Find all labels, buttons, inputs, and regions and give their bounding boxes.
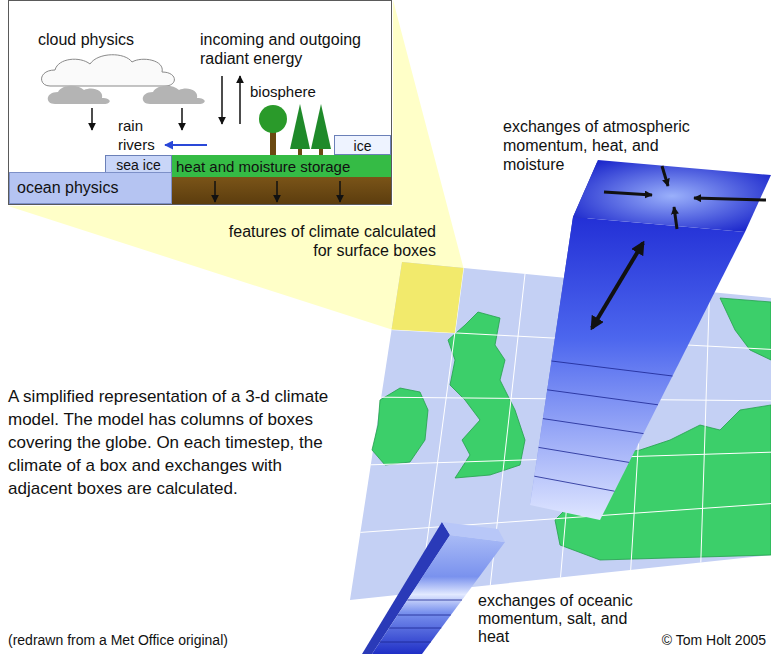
label-holder: © Tom Holt 2005 bbox=[566, 632, 766, 649]
caption: A simplified representation of a 3-d cli… bbox=[8, 385, 338, 500]
layer-line bbox=[539, 447, 629, 462]
node-label: heat and moisture storage bbox=[176, 158, 350, 175]
grid-line bbox=[381, 397, 771, 401]
process-label: biosphere bbox=[250, 83, 340, 101]
process-label: cloud physics bbox=[38, 30, 188, 49]
grid-line bbox=[701, 292, 710, 563]
atmosphere-column-top bbox=[573, 160, 771, 232]
text-slot: incoming and outgoing radiant energy bbox=[200, 30, 385, 68]
inset-panel: cloud physics incoming and outgoing radia… bbox=[8, 0, 392, 205]
text-slot: rain bbox=[118, 117, 178, 135]
grid-line bbox=[360, 504, 771, 533]
grid-line bbox=[371, 452, 771, 465]
ice-box: ice bbox=[334, 135, 391, 155]
callout-label: exchanges of oceanic momentum, salt, and… bbox=[478, 592, 636, 646]
text-slot: rivers bbox=[118, 136, 163, 154]
grid-line bbox=[420, 268, 463, 593]
horizontal-exchange-arrows bbox=[604, 166, 766, 229]
layer-line bbox=[547, 390, 658, 405]
process-label: rivers bbox=[118, 136, 163, 154]
text-slot: biosphere bbox=[250, 83, 340, 101]
node-label: ocean physics bbox=[17, 179, 118, 197]
inflow-arrow bbox=[694, 198, 766, 200]
label-holder: exchanges of oceanic momentum, salt, and… bbox=[478, 592, 636, 646]
ocean-column-layers bbox=[380, 600, 462, 642]
callout-label: exchanges of atmospheric momentum, heat,… bbox=[503, 117, 703, 174]
land-ireland bbox=[372, 388, 428, 465]
node-label: sea ice bbox=[116, 157, 160, 173]
atmosphere-column-front bbox=[530, 217, 745, 520]
vertical-exchange-arrow bbox=[592, 243, 643, 328]
callout-label: features of climate calculated for surfa… bbox=[221, 222, 436, 260]
map-plane bbox=[350, 262, 771, 600]
label-holder: exchanges of atmospheric momentum, heat,… bbox=[503, 117, 703, 174]
ocean-column-side bbox=[362, 522, 450, 654]
grid-line bbox=[392, 330, 771, 350]
layer-line bbox=[543, 419, 644, 434]
layer-line bbox=[389, 628, 441, 629]
atmosphere-column-layers bbox=[534, 361, 672, 491]
node-label: ice bbox=[354, 138, 372, 154]
process-label: rain bbox=[118, 117, 178, 135]
sea-ice-box: sea ice bbox=[105, 155, 172, 173]
grid-line bbox=[631, 286, 648, 570]
land-europe bbox=[555, 405, 771, 560]
inflow-arrow bbox=[604, 192, 652, 195]
layer-line bbox=[534, 476, 614, 491]
label-holder: features of climate calculated for surfa… bbox=[221, 222, 436, 260]
label-holder: (redrawn from a Met Office original) bbox=[8, 632, 308, 649]
layer-line bbox=[398, 615, 451, 616]
grid-line bbox=[561, 280, 587, 578]
layer-line bbox=[407, 600, 462, 601]
process-label: incoming and outgoing radiant energy bbox=[200, 30, 385, 68]
grid-line bbox=[490, 274, 525, 585]
layer-line bbox=[552, 361, 673, 376]
copyright-note: © Tom Holt 2005 bbox=[566, 632, 766, 649]
caption-holder: A simplified representation of a 3-d cli… bbox=[8, 385, 338, 500]
inflow-arrow bbox=[662, 166, 668, 186]
zoom-wedge bbox=[8, 0, 464, 333]
map-grid bbox=[360, 268, 771, 593]
land-scandinavia bbox=[720, 298, 771, 360]
text-slot: cloud physics bbox=[38, 30, 188, 49]
surface-cell bbox=[392, 262, 464, 333]
atmosphere-column-side bbox=[530, 160, 598, 505]
source-note: (redrawn from a Met Office original) bbox=[8, 632, 308, 649]
land-britain bbox=[448, 312, 525, 478]
layer-line bbox=[380, 642, 431, 643]
land-band: heat and moisture storage bbox=[172, 155, 391, 204]
ocean-band: ocean physics bbox=[9, 172, 172, 204]
ocean-column-top bbox=[442, 522, 505, 542]
inflow-arrow bbox=[674, 207, 677, 229]
